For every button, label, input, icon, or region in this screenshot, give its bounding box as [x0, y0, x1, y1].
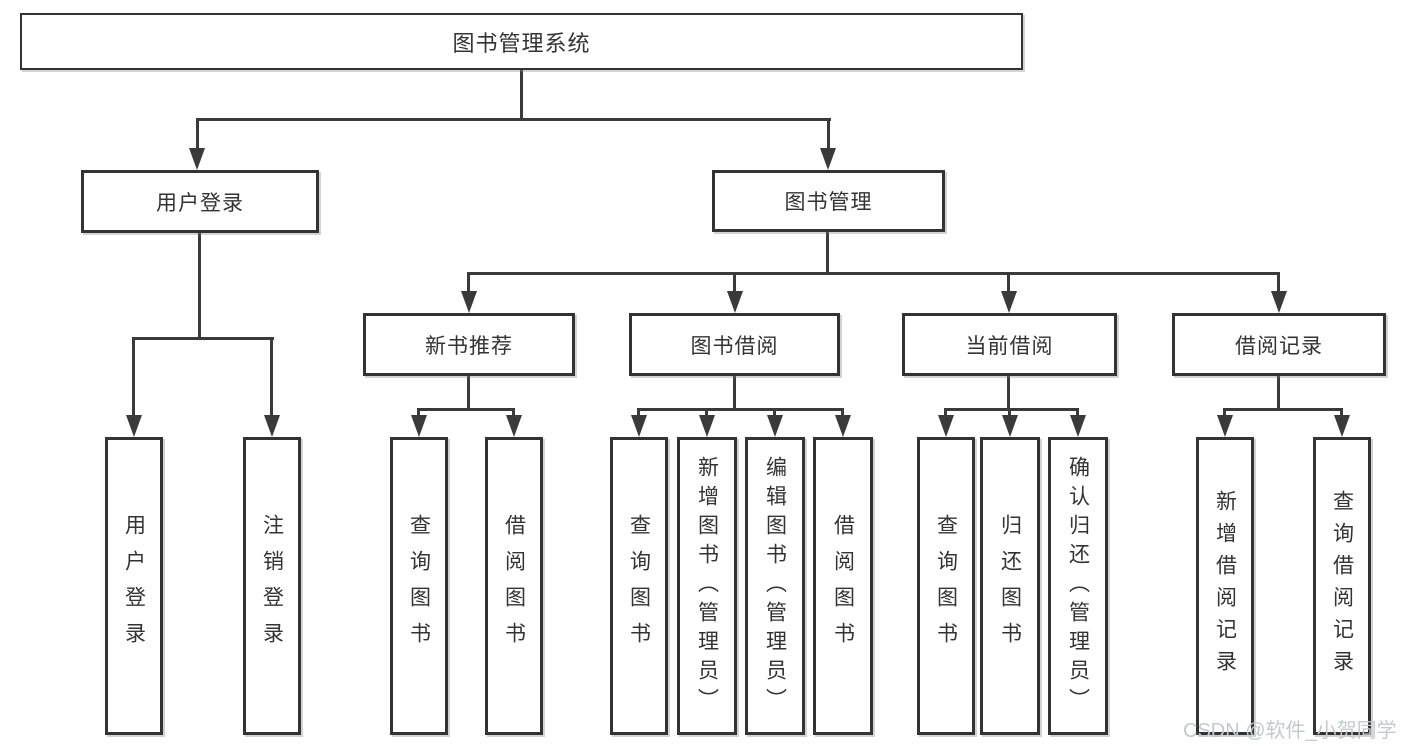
- connector-line-vertical: [705, 408, 708, 418]
- leaf-user-login: 用户登录: [105, 437, 163, 735]
- node-user-login-label: 用户登录: [156, 191, 244, 215]
- connector-line-horizontal: [419, 408, 514, 411]
- connector-line-vertical: [1277, 376, 1280, 408]
- leaf-edit-book-admin: 编辑图书（管理员）: [745, 437, 805, 735]
- leaf-logout: 注销登录: [243, 437, 301, 735]
- connector-line-vertical: [467, 376, 470, 408]
- connector-line-vertical: [773, 408, 776, 418]
- connector-line-vertical: [733, 272, 736, 292]
- arrowhead-down-icon: [1070, 415, 1086, 437]
- arrowhead-down-icon: [835, 415, 851, 437]
- arrowhead-down-icon: [264, 415, 280, 437]
- connector-line-vertical: [467, 272, 470, 292]
- connector-line-vertical: [841, 408, 844, 418]
- arrowhead-down-icon: [189, 148, 205, 170]
- connector-line-vertical: [196, 118, 199, 151]
- leaf-return-book: 归还图书: [980, 437, 1040, 735]
- node-library-system: 图书管理系统: [20, 13, 1023, 70]
- leaf-logout-label: 注销登录: [260, 514, 284, 658]
- connector-line-vertical: [637, 408, 640, 418]
- leaf-return-book-label: 归还图书: [998, 514, 1022, 658]
- node-new-book-recommend-label: 新书推荐: [425, 334, 513, 358]
- leaf-borrow-books-recommend-label: 借阅图书: [502, 514, 526, 658]
- connector-line-vertical: [520, 70, 523, 118]
- arrowhead-down-icon: [767, 415, 783, 437]
- node-book-borrowing-label: 图书借阅: [690, 334, 779, 358]
- node-book-management: 图书管理: [712, 170, 945, 232]
- arrowhead-down-icon: [631, 415, 647, 437]
- arrowhead-down-icon: [506, 415, 522, 437]
- arrowhead-down-icon: [1217, 415, 1233, 437]
- connector-line-vertical: [1007, 272, 1010, 292]
- leaf-borrow-books-recommend: 借阅图书: [485, 437, 543, 735]
- connector-line-vertical: [827, 118, 830, 151]
- node-current-borrowing-label: 当前借阅: [965, 334, 1054, 358]
- leaf-confirm-return-admin-label: 确认归还（管理员）: [1066, 455, 1090, 717]
- leaf-borrow-books: 借阅图书: [813, 437, 873, 735]
- arrowhead-down-icon: [1001, 291, 1017, 313]
- connector-line-vertical: [826, 232, 829, 272]
- connector-line-vertical: [1076, 408, 1079, 418]
- node-current-borrowing: 当前借阅: [902, 313, 1117, 376]
- arrowhead-down-icon: [1002, 415, 1018, 437]
- node-borrowing-records-label: 借阅记录: [1235, 334, 1323, 358]
- leaf-query-books-current-label: 查询图书: [934, 514, 958, 658]
- connector-line-vertical: [1223, 408, 1226, 418]
- connector-line-horizontal: [639, 408, 843, 411]
- node-new-book-recommend: 新书推荐: [363, 313, 575, 376]
- arrowhead-down-icon: [820, 148, 836, 170]
- arrowhead-down-icon: [461, 291, 477, 313]
- leaf-borrow-books-label: 借阅图书: [831, 514, 855, 658]
- node-library-system-label: 图书管理系统: [452, 30, 591, 56]
- leaf-user-login-label: 用户登录: [122, 514, 146, 658]
- arrowhead-down-icon: [1271, 291, 1287, 313]
- node-book-borrowing: 图书借阅: [629, 313, 840, 376]
- leaf-add-book-admin: 新增图书（管理员）: [677, 437, 737, 735]
- arrowhead-down-icon: [938, 415, 954, 437]
- leaf-edit-book-admin-label: 编辑图书（管理员）: [763, 455, 787, 717]
- leaf-query-books-recommend: 查询图书: [390, 437, 448, 735]
- connector-line-vertical: [944, 408, 947, 418]
- connector-line-vertical: [270, 337, 273, 417]
- leaf-query-borrow-record-label: 查询借阅记录: [1330, 490, 1354, 682]
- leaf-query-books-borrowing: 查询图书: [610, 437, 668, 735]
- connector-line-horizontal: [197, 118, 831, 121]
- leaf-add-borrow-record-label: 新增借阅记录: [1213, 490, 1237, 682]
- connector-line-vertical: [198, 233, 201, 337]
- arrowhead-down-icon: [126, 415, 142, 437]
- connector-line-vertical: [512, 408, 515, 418]
- arrowhead-down-icon: [411, 415, 427, 437]
- leaf-query-borrow-record: 查询借阅记录: [1313, 437, 1371, 735]
- connector-line-horizontal: [1225, 408, 1342, 411]
- connector-line-vertical: [1277, 272, 1280, 292]
- connector-line-vertical: [1340, 408, 1343, 418]
- connector-line-vertical: [733, 376, 736, 408]
- leaf-query-books-recommend-label: 查询图书: [407, 514, 431, 658]
- connector-line-vertical: [1007, 376, 1010, 408]
- arrowhead-down-icon: [699, 415, 715, 437]
- connector-line-vertical: [417, 408, 420, 418]
- node-borrowing-records: 借阅记录: [1172, 313, 1386, 376]
- connector-line-horizontal: [946, 408, 1078, 411]
- leaf-query-books-current: 查询图书: [917, 437, 975, 735]
- arrowhead-down-icon: [1334, 415, 1350, 437]
- node-book-management-label: 图书管理: [784, 191, 873, 214]
- leaf-add-borrow-record: 新增借阅记录: [1196, 437, 1254, 735]
- node-user-login: 用户登录: [81, 170, 319, 233]
- leaf-confirm-return-admin: 确认归还（管理员）: [1048, 437, 1108, 735]
- connector-line-vertical: [132, 337, 135, 417]
- connector-line-horizontal: [134, 337, 274, 340]
- leaf-add-book-admin-label: 新增图书（管理员）: [695, 455, 719, 717]
- arrowhead-down-icon: [727, 291, 743, 313]
- connector-line-vertical: [1008, 408, 1011, 418]
- connector-line-horizontal: [469, 272, 1280, 275]
- leaf-query-books-borrowing-label: 查询图书: [627, 514, 651, 658]
